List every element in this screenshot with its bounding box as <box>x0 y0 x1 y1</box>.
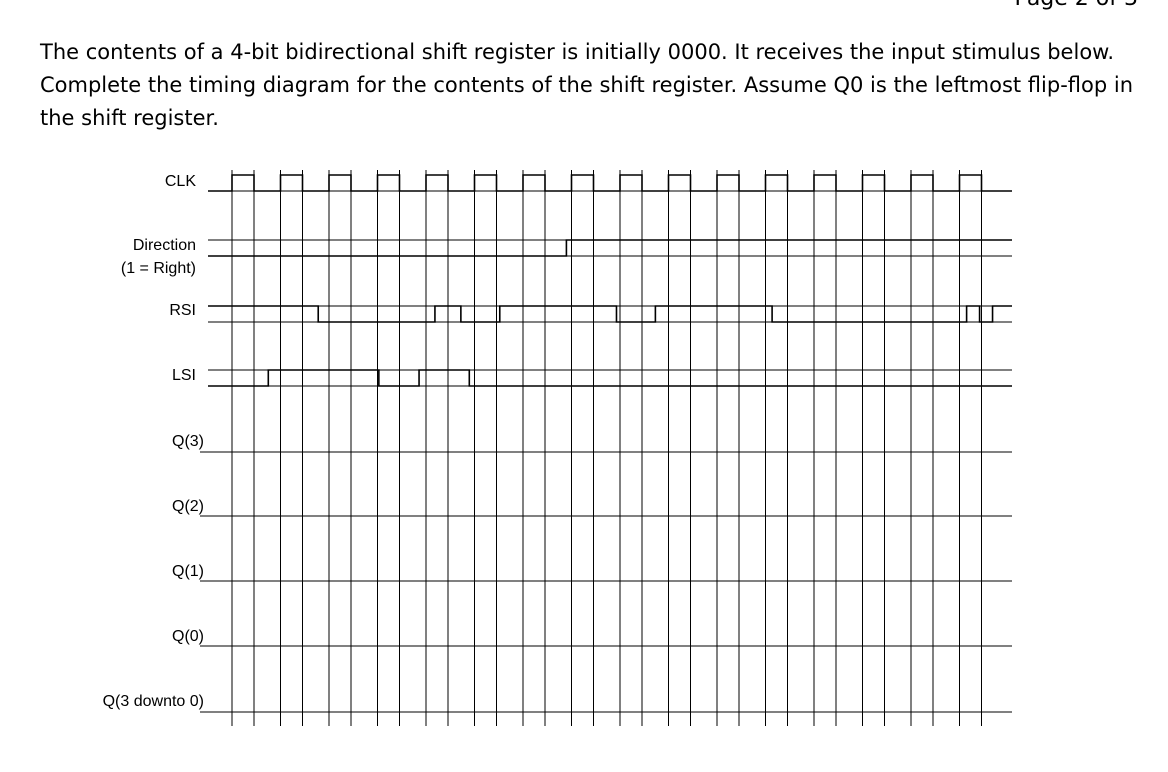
waveform-layer <box>208 174 1012 387</box>
direction-waveform <box>208 239 1012 257</box>
signal-label-q_bus: Q(3 downto 0) <box>103 693 204 710</box>
signal-label-q0: Q(0) <box>172 628 204 645</box>
signal-label-direction: (1 = Right) <box>121 260 196 277</box>
signal-label-q3: Q(3) <box>172 433 204 450</box>
lsi-waveform <box>208 369 1012 387</box>
timing-grid <box>208 170 1012 726</box>
signal-labels: CLK Direction (1 = Right) RSI LSI Q(3) Q(2) Q(1… <box>103 173 208 713</box>
page-number-header: Page 2 of 3 <box>1015 0 1138 11</box>
clk-waveform <box>208 174 1012 192</box>
signal-label-lsi: LSI <box>172 367 196 384</box>
signal-label-direction: Direction <box>133 237 196 254</box>
rsi-waveform <box>208 305 1012 323</box>
problem-statement: The contents of a 4-bit bidirectional sh… <box>40 40 1134 130</box>
signal-label-rsi: RSI <box>169 302 196 319</box>
signal-label-q2: Q(2) <box>172 498 204 515</box>
signal-label-q1: Q(1) <box>172 563 204 580</box>
signal-label-clk: CLK <box>165 173 196 190</box>
